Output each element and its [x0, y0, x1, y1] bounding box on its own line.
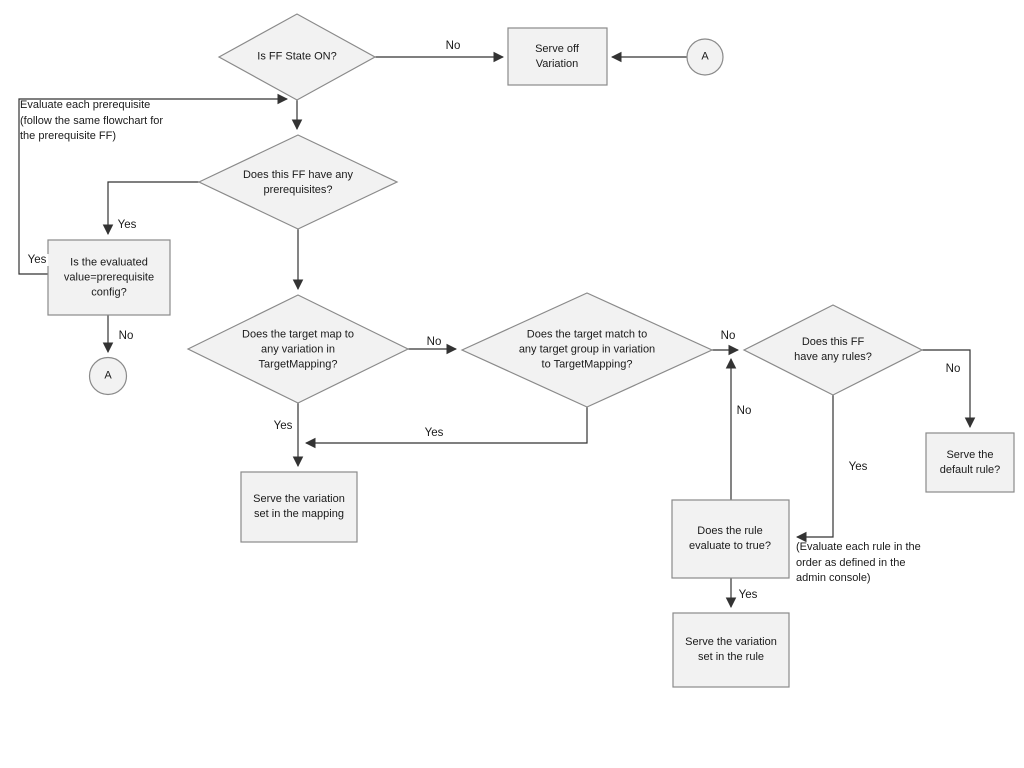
ff-state-diamond — [217, 13, 377, 101]
evaluated-value-box — [47, 239, 171, 316]
edge-evalconfig-yes-return — [18, 93, 289, 275]
rules-diamond — [742, 304, 924, 396]
connector-a-bottom-circle — [88, 356, 128, 396]
connector-a-top-circle — [686, 38, 724, 76]
edge-rules-no — [922, 349, 976, 429]
target-map-diamond — [186, 294, 410, 404]
prerequisites-diamond — [197, 134, 399, 230]
serve-rule-box — [672, 612, 790, 688]
edge-prereq-yes — [102, 181, 199, 236]
serve-default-rule-box — [925, 432, 1015, 493]
edge-targetmatch-yes — [304, 407, 588, 449]
serve-off-variation-box — [507, 27, 608, 86]
target-match-diamond — [460, 292, 714, 408]
serve-mapping-box — [240, 471, 358, 543]
node-shapes — [47, 13, 1015, 688]
rule-evaluate-box — [671, 499, 790, 579]
edge-rules-yes — [795, 395, 834, 543]
connector-lines — [18, 51, 976, 609]
